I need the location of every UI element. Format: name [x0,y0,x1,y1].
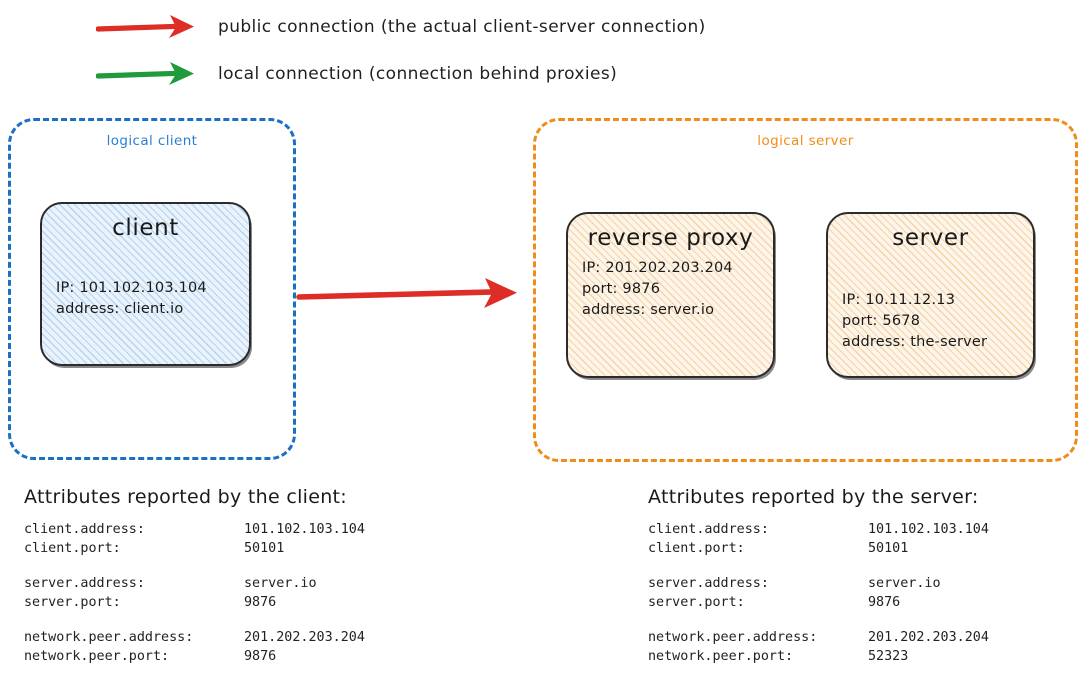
attr-row-spacer [24,613,365,628]
node-server-attr-address: address: the-server [842,334,988,351]
attr-value: 9876 [244,595,277,611]
attr-key: client.port: [24,541,121,557]
attr-value: 50101 [868,541,909,557]
attributes-client-rows: client.address: 101.102.103.104 client.por… [24,520,365,667]
legend-label-public-connection: public connection (the actual client-ser… [218,17,706,37]
attr-row: network.peer.address: 201.202.203.204 [24,628,365,647]
green-arrow-icon [95,57,200,91]
legend-row-public-connection: public connection (the actual client-ser… [95,10,706,44]
attr-key: server.address: [24,575,145,591]
attr-value: 50101 [244,541,285,557]
node-client-attr-ip: IP: 101.102.103.104 [56,280,207,297]
node-server-title: server [892,225,969,251]
node-server-attr-port: port: 5678 [842,313,921,330]
logical-client-container: logical client [8,118,296,460]
logical-server-label: logical server [751,133,860,149]
attr-row: network.peer.address: 201.202.203.204 [648,628,989,647]
attr-value: 52323 [868,649,909,665]
attr-value: 9876 [868,595,901,611]
node-reverse-proxy-attr-address: address: server.io [582,302,715,319]
node-server[interactable]: server IP: 10.11.12.13 port: 5678 addres… [826,212,1035,378]
node-client-attributes: IP: 101.102.103.104 address: client.io [56,278,235,320]
node-client-attr-address: address: client.io [56,301,184,318]
attributes-client-heading: Attributes reported by the client: [24,486,348,508]
node-reverse-proxy-attr-port: port: 9876 [582,281,661,298]
attr-row: client.port: 50101 [648,539,989,558]
logical-client-label: logical client [100,133,204,149]
attr-key: server.port: [24,595,121,611]
attr-row: client.address: 101.102.103.104 [24,520,365,539]
node-reverse-proxy-title: reverse proxy [587,225,754,251]
logical-server-container: logical server [533,118,1078,462]
attr-row: network.peer.port: 52323 [648,647,989,666]
attr-row: network.peer.port: 9876 [24,647,365,666]
attr-value: 101.102.103.104 [868,522,989,537]
attributes-block-client: Attributes reported by the client: clien… [24,486,365,667]
attr-key: network.peer.port: [24,649,170,665]
node-reverse-proxy[interactable]: reverse proxy IP: 201.202.203.204 port: … [566,212,775,378]
node-server-attr-ip: IP: 10.11.12.13 [842,292,956,309]
attr-value: server.io [868,575,941,591]
attr-row-spacer [648,559,989,574]
attr-key: client.address: [648,522,769,537]
attributes-server-heading: Attributes reported by the server: [648,486,979,508]
node-reverse-proxy-attr-ip: IP: 201.202.203.204 [582,260,733,277]
attr-row: client.port: 50101 [24,539,365,558]
attr-key: client.address: [24,522,145,537]
node-client[interactable]: client IP: 101.102.103.104 address: clie… [40,202,251,366]
attr-key: network.peer.address: [24,629,194,645]
attr-value: server.io [244,575,317,591]
attr-value: 101.102.103.104 [244,522,365,537]
legend-row-local-connection: local connection (connection behind prox… [95,57,618,91]
node-reverse-proxy-attributes: IP: 201.202.203.204 port: 9876 address: … [582,258,759,321]
attr-key: server.port: [648,595,745,611]
attr-row: server.port: 9876 [648,593,989,612]
attr-key: network.peer.address: [648,629,818,645]
public-connection-arrow [296,272,522,316]
attr-row: client.address: 101.102.103.104 [648,520,989,539]
red-arrow-icon [95,10,200,44]
attr-key: network.peer.port: [648,649,794,665]
attr-value: 201.202.203.204 [244,629,365,645]
attr-value: 201.202.203.204 [868,629,989,645]
node-server-attributes: IP: 10.11.12.13 port: 5678 address: the-… [842,290,1019,353]
node-client-title: client [112,215,179,241]
attributes-server-table: client.address: 101.102.103.104 client.por… [648,520,989,667]
attr-row: server.address: server.io [24,574,365,593]
attr-row-spacer [648,613,989,628]
attributes-block-server: Attributes reported by the server: clien… [648,486,989,667]
attr-row: server.address: server.io [648,574,989,593]
attr-row: server.port: 9876 [24,593,365,612]
attributes-client-table: client.address: 101.102.103.104 client.por… [24,520,365,667]
attr-value: 9876 [244,649,277,665]
legend-label-local-connection: local connection (connection behind prox… [218,64,618,84]
attr-row-spacer [24,559,365,574]
attr-key: client.port: [648,541,745,557]
attr-key: server.address: [648,575,769,591]
attributes-server-rows: client.address: 101.102.103.104 client.por… [648,520,989,667]
